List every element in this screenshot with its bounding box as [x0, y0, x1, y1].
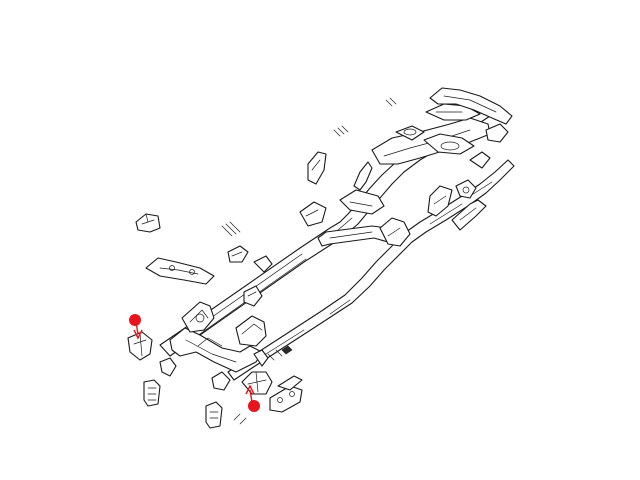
lower-mid-stacked-brackets — [205, 371, 231, 429]
right-side-bracket — [451, 199, 487, 231]
callout-right-arrowhead — [245, 384, 255, 395]
upper-left-bracket — [135, 213, 161, 233]
left-callout-bracket — [127, 331, 153, 361]
rear-crossmember-assembly — [371, 103, 491, 165]
upper-mid-bracket — [307, 151, 327, 185]
fastener-cluster-middle — [333, 97, 397, 137]
skid-plate-bracket — [145, 257, 215, 285]
callout-right-dot — [248, 400, 260, 412]
callout-left-arrowhead — [133, 329, 143, 340]
center-crossmember — [317, 217, 411, 247]
callout-markers — [129, 314, 260, 412]
frame-chassis — [159, 87, 515, 381]
callout-right-leader — [249, 389, 253, 403]
rear-spring-hangers — [427, 179, 477, 217]
rear-frame-end — [429, 87, 513, 169]
callout-right — [245, 384, 260, 412]
bottom-right-plates — [269, 375, 303, 413]
fastener-cluster-lower — [233, 345, 293, 425]
front-suspension-mount — [235, 285, 267, 347]
callout-left-dot — [129, 314, 141, 326]
callout-left — [129, 314, 143, 340]
engine-mount-bracket — [253, 201, 327, 273]
lower-left-stacked-brackets — [143, 357, 177, 407]
front-crossmember — [169, 301, 263, 373]
center-left-brackets — [221, 221, 249, 263]
transmission-crossmember — [339, 161, 385, 215]
right-frame-rail — [227, 159, 515, 381]
loose-components — [127, 97, 487, 429]
